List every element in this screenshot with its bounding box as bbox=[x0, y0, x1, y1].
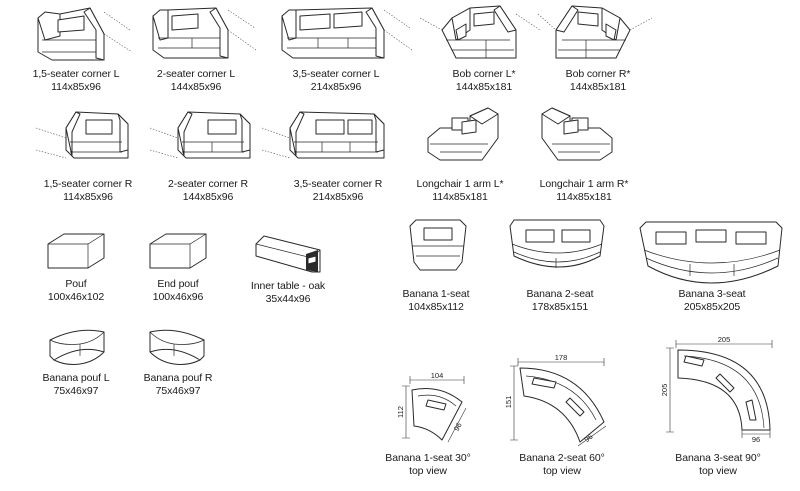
label-longchair-r: Longchair 1 arm R*114x85x181 bbox=[539, 178, 629, 203]
dim-b3-width: 205 bbox=[718, 335, 731, 344]
drawing-seater35-corner-l bbox=[281, 7, 413, 59]
drawing-longchair-r bbox=[541, 107, 613, 161]
label-bob-corner-r: Bob corner R*144x85x181 bbox=[565, 68, 631, 93]
drawing-seater15-corner-r bbox=[35, 111, 129, 159]
dim-b1-seat: 96 bbox=[452, 421, 464, 433]
label-longchair-l: Longchair 1 arm L*114x85x181 bbox=[416, 178, 504, 203]
drawing-banana-3 bbox=[639, 221, 783, 284]
dim-b1-width: 104 bbox=[431, 371, 444, 380]
drawing-banana-2 bbox=[509, 219, 605, 268]
drawing-bob-corner-r bbox=[537, 5, 653, 59]
dim-b2-depth: 151 bbox=[504, 396, 513, 409]
label-banana-1-top: Banana 1-seat 30°top view bbox=[385, 452, 471, 477]
label-banana-3-top: Banana 3-seat 90°top view bbox=[675, 452, 761, 477]
drawing-banana-2-top: 178 151 96 bbox=[504, 353, 607, 447]
drawing-end-pouf bbox=[149, 233, 207, 269]
drawing-banana-pouf-l bbox=[49, 329, 105, 365]
dim-b1-depth: 112 bbox=[396, 406, 405, 418]
drawing-longchair-l bbox=[427, 107, 499, 161]
dim-b2-width: 178 bbox=[555, 353, 568, 362]
drawing-banana-pouf-r bbox=[149, 329, 205, 365]
drawing-banana-1-top: 104 112 96 bbox=[396, 371, 467, 443]
drawing-seater2-corner-r bbox=[149, 111, 251, 159]
drawing-pouf bbox=[47, 233, 105, 269]
drawing-seater2-corner-l bbox=[152, 7, 257, 59]
dim-b3-depth: 205 bbox=[660, 384, 669, 397]
label-bob-corner-l: Bob corner L*144x85x181 bbox=[452, 68, 516, 93]
drawing-seater35-corner-r bbox=[261, 111, 385, 159]
drawing-banana-1 bbox=[409, 219, 467, 271]
drawing-inner-table bbox=[255, 235, 321, 273]
drawing-seater15-corner-l bbox=[37, 7, 133, 61]
label-banana-2-top: Banana 2-seat 60°top view bbox=[519, 452, 605, 477]
dim-b3-seat: 96 bbox=[752, 435, 760, 444]
drawing-banana-3-top: 205 205 96 bbox=[660, 335, 773, 444]
drawing-bob-corner-l bbox=[419, 5, 541, 59]
